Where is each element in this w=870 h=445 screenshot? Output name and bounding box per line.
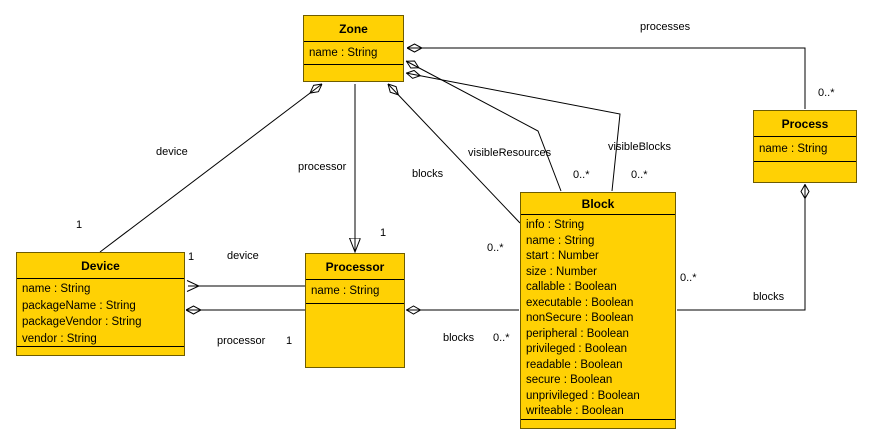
- attribute: name : String: [311, 285, 380, 297]
- attribute: size : Number: [526, 265, 597, 278]
- association-zone-blocks[interactable]: [388, 84, 521, 224]
- label-zone-device: device: [156, 146, 188, 158]
- label-visibleblocks: visibleBlocks: [608, 141, 671, 153]
- label-processor-blocks: blocks: [443, 332, 475, 344]
- attribute: unprivileged : Boolean: [526, 389, 640, 402]
- attribute: writeable : Boolean: [526, 405, 624, 417]
- attribute: privileged : Boolean: [526, 343, 628, 355]
- class-zone-operations: [304, 64, 403, 81]
- attribute: secure : Boolean: [526, 374, 613, 386]
- attribute: peripheral : Boolean: [526, 327, 629, 340]
- class-process-name: Process: [781, 116, 829, 131]
- multiplicity-visibleresources: 0..*: [573, 169, 590, 181]
- association-zone-visibleblocks[interactable]: [406, 73, 621, 192]
- multiplicity-zone-blocks: 0..*: [487, 242, 504, 254]
- label-processes: processes: [640, 21, 691, 33]
- attribute: name : String: [309, 47, 378, 59]
- class-process-operations: [754, 161, 856, 182]
- multiplicity-device-processor: 1: [286, 335, 293, 347]
- class-block-attributes: info : String name : String start : Number…: [521, 214, 675, 419]
- class-process-attributes: name : String: [754, 136, 856, 161]
- class-block[interactable]: Block info : String name : String start : …: [520, 192, 676, 429]
- attribute: name : String: [526, 234, 595, 247]
- class-device[interactable]: Device name : String packageName : String…: [16, 252, 185, 356]
- label-process-blocks: blocks: [753, 291, 785, 303]
- association-zone-processes[interactable]: [407, 48, 806, 109]
- multiplicity-visibleblocks: 0..*: [631, 169, 648, 181]
- attribute: vendor : String: [22, 332, 97, 345]
- multiplicity-processor-device: 1: [188, 251, 195, 263]
- label-visibleresources: visibleResources: [468, 147, 552, 159]
- attribute: name : String: [759, 143, 828, 155]
- multiplicity-process-blocks: 0..*: [680, 272, 697, 284]
- label-zone-processor: processor: [298, 161, 347, 173]
- class-device-operations: [17, 346, 184, 355]
- class-block-operations: [521, 419, 675, 428]
- attribute: packageName : String: [22, 299, 136, 312]
- attribute: readable : Boolean: [526, 358, 623, 371]
- class-processor-name: Processor: [325, 259, 385, 274]
- class-zone-attributes: name : String: [304, 41, 403, 64]
- multiplicity-zone-device: 1: [76, 219, 83, 231]
- class-processor-attributes: name : String: [306, 279, 404, 303]
- multiplicity-processes: 0..*: [818, 87, 835, 99]
- attribute: name : String: [22, 283, 91, 295]
- association-zone-device[interactable]: [99, 84, 322, 253]
- attribute: info : String: [526, 219, 585, 231]
- class-processor-operations: [306, 303, 404, 367]
- class-zone[interactable]: Zone name : String: [303, 15, 404, 82]
- attribute: executable : Boolean: [526, 296, 634, 309]
- label-zone-blocks: blocks: [412, 168, 444, 180]
- attribute: packageVendor : String: [22, 316, 142, 328]
- multiplicity-zone-processor: 1: [380, 227, 387, 239]
- attribute: start : Number: [526, 250, 599, 262]
- class-device-attributes: name : String packageName : String package…: [17, 278, 184, 346]
- attribute: nonSecure : Boolean: [526, 312, 634, 324]
- association-process-blocks[interactable]: [677, 184, 805, 311]
- label-processor-device: device: [227, 250, 259, 262]
- multiplicity-processor-blocks: 0..*: [493, 332, 510, 344]
- class-process[interactable]: Process name : String: [753, 110, 857, 183]
- attribute: callable : Boolean: [526, 281, 617, 293]
- label-device-processor: processor: [217, 335, 266, 347]
- class-zone-name: Zone: [339, 21, 368, 36]
- class-block-name: Block: [581, 196, 615, 211]
- class-device-name: Device: [81, 258, 120, 273]
- association-zone-visibleresources[interactable]: [406, 61, 562, 192]
- class-processor[interactable]: Processor name : String: [305, 253, 405, 368]
